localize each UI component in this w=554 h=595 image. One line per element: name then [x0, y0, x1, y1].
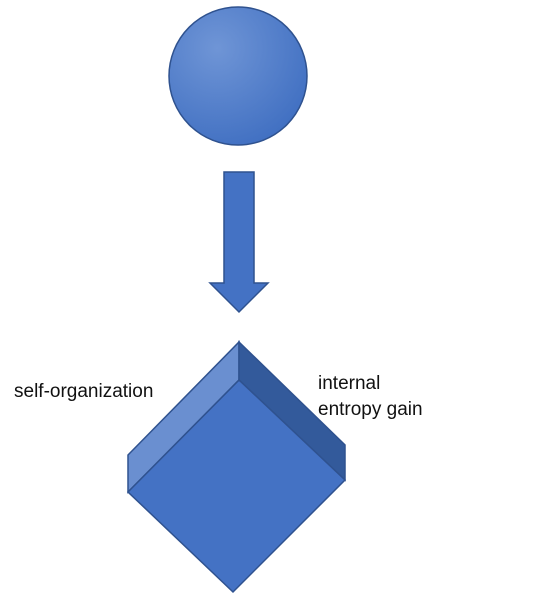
cube-front-face — [126, 378, 347, 594]
self-organization-label: self-organization — [14, 381, 154, 402]
down-arrow — [208, 171, 270, 314]
internal-entropy-gain-line1: internal — [318, 373, 381, 394]
internal-entropy-gain-label: internal entropy gain — [318, 371, 423, 423]
top-circle — [168, 6, 308, 146]
cube-shape — [126, 340, 347, 594]
internal-entropy-gain-line2: entropy gain — [318, 399, 423, 420]
